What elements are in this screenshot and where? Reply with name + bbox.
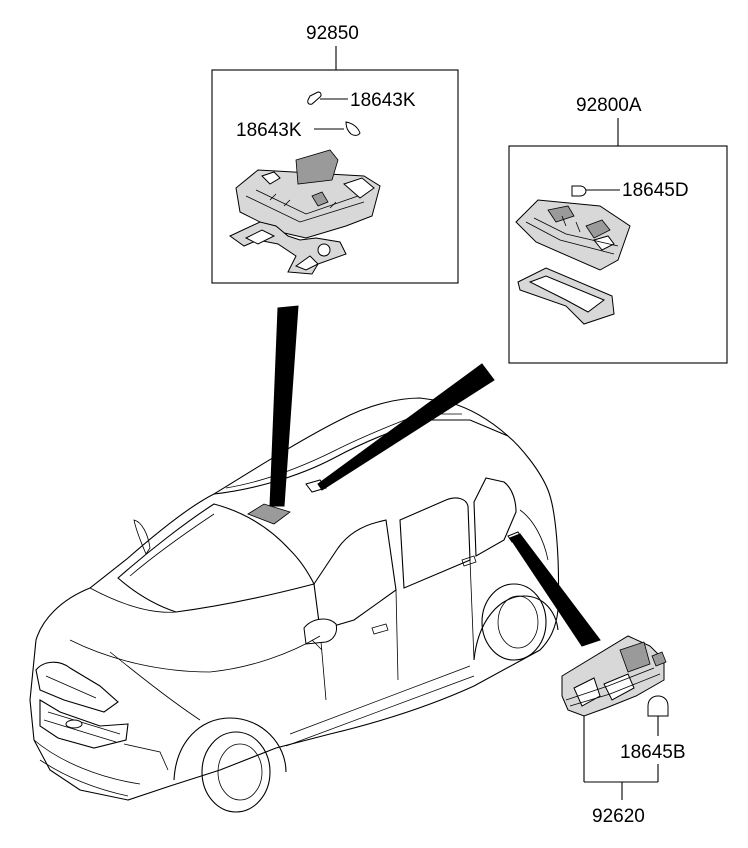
luggage-lamp-unit xyxy=(561,635,667,782)
pointer-arrows xyxy=(269,305,601,647)
side-mirror xyxy=(303,618,337,645)
overhead-console-part-number[interactable]: 92850 xyxy=(306,23,359,44)
grille xyxy=(39,699,129,749)
luggage-lamp-part-number[interactable]: 92620 xyxy=(592,806,645,827)
room-lamp-box xyxy=(508,145,728,364)
bulb-icon xyxy=(307,91,348,105)
pointer-to-overhead-console xyxy=(269,305,299,507)
emblem xyxy=(65,719,83,729)
windshield xyxy=(117,503,315,613)
overhead-console-unit xyxy=(229,149,381,275)
front-wheel-arch xyxy=(173,717,287,781)
bulb-part-number[interactable]: 18643K xyxy=(350,90,416,111)
room-lamp-part-number[interactable]: 92800A xyxy=(576,95,642,116)
bulb-part-number[interactable]: 18645D xyxy=(622,180,689,201)
front-wheel xyxy=(201,731,271,813)
bulb-icon xyxy=(314,121,361,136)
overhead-console-callout: 92850 18643K 18643K xyxy=(211,23,459,284)
headlight xyxy=(35,661,119,713)
pointer-to-room-lamp xyxy=(317,363,495,491)
front-door-window xyxy=(313,519,397,631)
rear-wheel-arch xyxy=(473,595,559,661)
bulb-icon xyxy=(571,185,620,197)
quarter-window xyxy=(473,477,517,557)
pointer-to-luggage-lamp xyxy=(509,533,601,647)
vehicle-outline xyxy=(29,397,560,813)
rear-wheel xyxy=(481,583,547,661)
luggage-lamp-callout: 18645B 92620 xyxy=(561,635,686,827)
overhead-console-location xyxy=(247,503,291,525)
bulb-icon xyxy=(647,695,669,736)
bulb-part-number[interactable]: 18643K xyxy=(236,120,302,141)
overhead-console-box xyxy=(211,69,459,284)
room-lamp-callout: 92800A 18645D xyxy=(508,95,728,364)
room-lamp-unit xyxy=(515,199,631,325)
car-body xyxy=(29,397,560,801)
bulb-part-number[interactable]: 18645B xyxy=(620,742,686,763)
rear-door-window xyxy=(399,497,471,589)
antenna xyxy=(133,519,151,555)
